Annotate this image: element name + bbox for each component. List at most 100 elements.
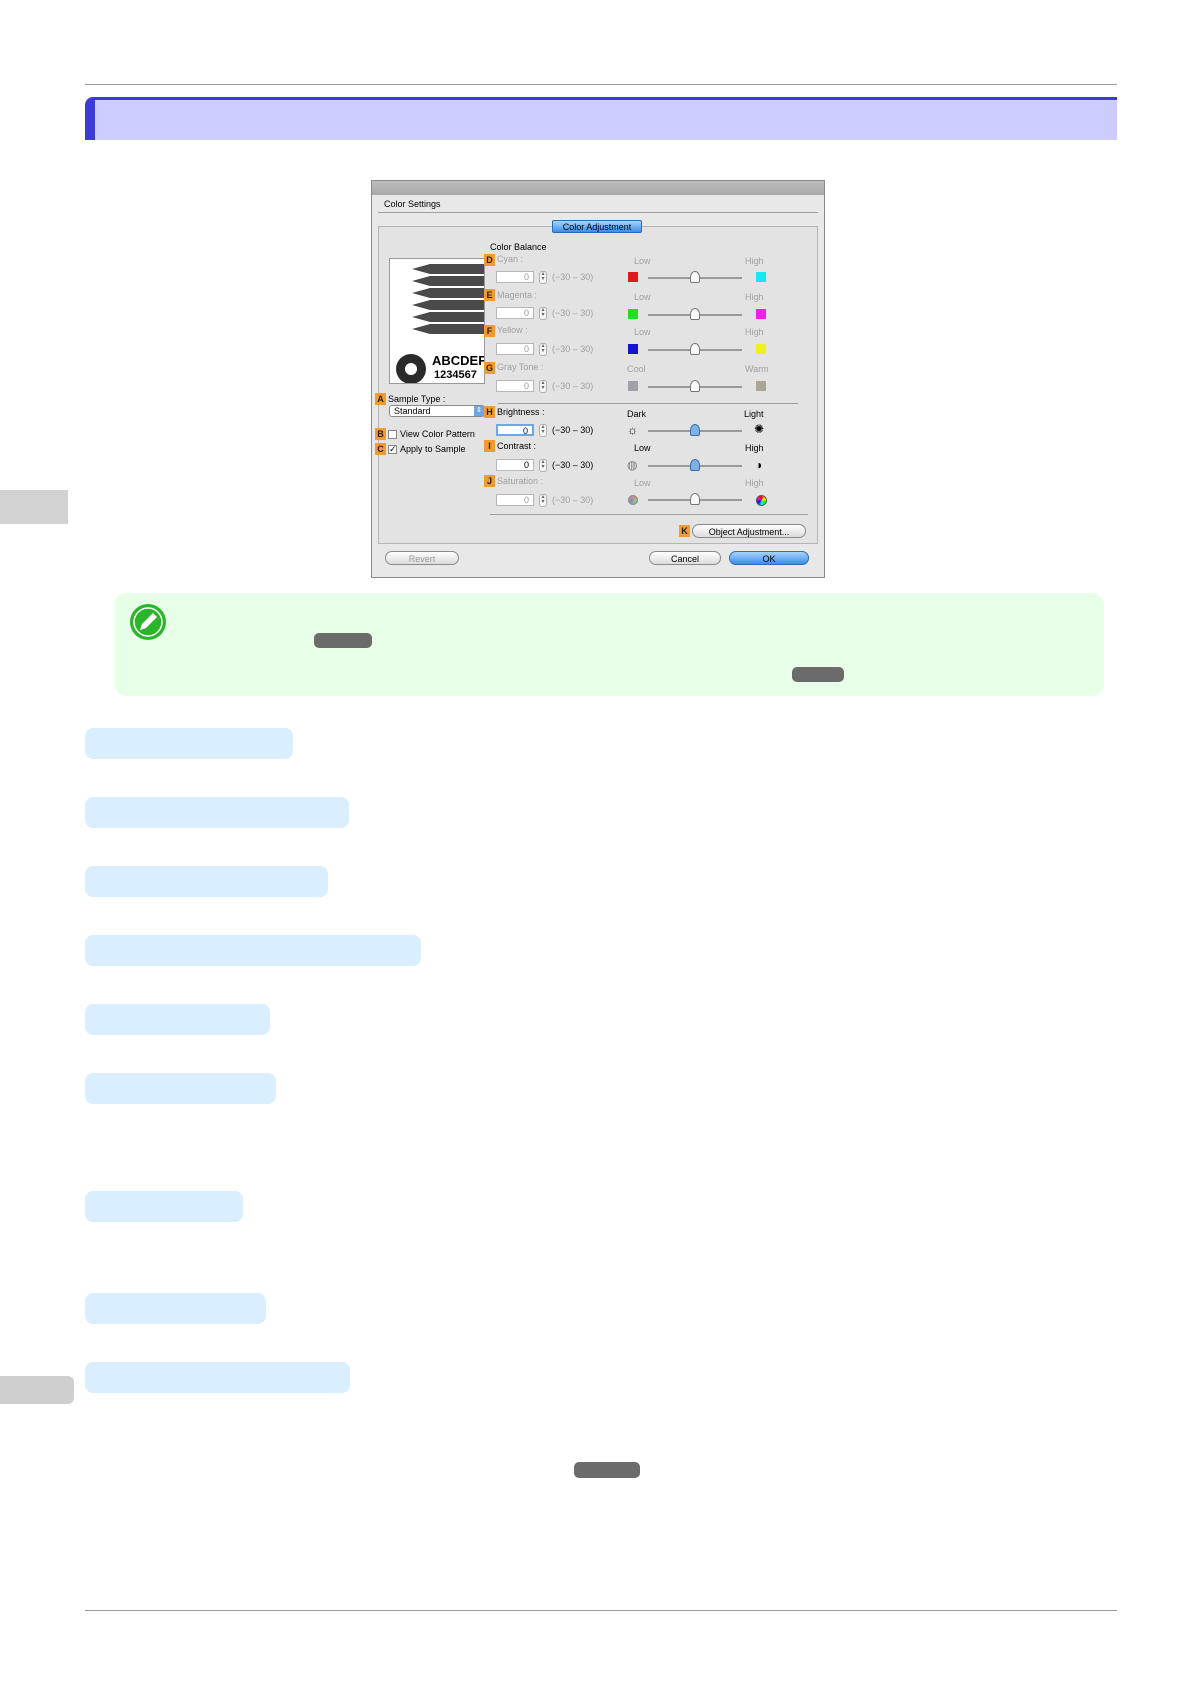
- high-saturation-icon: [756, 495, 767, 506]
- brightness-range: (−30 – 30): [552, 425, 594, 435]
- cyan-label: Cyan :: [497, 254, 524, 264]
- callout-i: I: [484, 440, 495, 452]
- magenta-input[interactable]: 0: [496, 307, 534, 319]
- cyan-input[interactable]: 0: [496, 271, 534, 283]
- note-pencil-icon: [130, 604, 166, 640]
- yellow-low-label: Low: [634, 327, 651, 337]
- apply-to-sample-label: Apply to Sample: [400, 444, 466, 454]
- sample-text-numbers: 1234567: [434, 369, 477, 381]
- footer-rule: [85, 1610, 1117, 1611]
- cyan-slider-thumb[interactable]: [690, 271, 700, 283]
- chapter-side-tab: [0, 490, 68, 524]
- gray-tone-high-swatch: [756, 381, 766, 391]
- magenta-stepper[interactable]: ▴▾: [539, 307, 547, 320]
- contrast-label: Contrast :: [497, 441, 537, 451]
- sample-type-label: Sample Type :: [388, 394, 446, 404]
- magenta-high-swatch: [756, 309, 766, 319]
- magenta-high-label: High: [745, 292, 764, 302]
- magenta-slider-thumb[interactable]: [690, 308, 700, 320]
- yellow-high-label: High: [745, 327, 764, 337]
- callout-c: C: [375, 443, 386, 455]
- gray-tone-slider-thumb[interactable]: [690, 380, 700, 392]
- magenta-low-swatch: [628, 309, 638, 319]
- cyan-high-swatch: [756, 272, 766, 282]
- page-title-bar: [85, 97, 1117, 140]
- sun-bright-icon: ✺: [754, 422, 765, 436]
- window-title-strip: [372, 181, 824, 195]
- link-badge-3[interactable]: [574, 1462, 640, 1478]
- gray-tone-input[interactable]: 0: [496, 380, 534, 392]
- cyan-high-label: High: [745, 256, 764, 266]
- apply-to-sample-checkbox[interactable]: ✓: [388, 445, 397, 454]
- yellow-high-swatch: [756, 344, 766, 354]
- cyan-range: (−30 – 30): [552, 272, 594, 282]
- select-arrows-icon: ⇕: [474, 406, 484, 416]
- brightness-stepper[interactable]: ▴▾: [539, 424, 547, 437]
- sample-preview: ABCDEF 1234567: [389, 258, 485, 384]
- section-heading-bar-5: [85, 1004, 270, 1035]
- note-box: [114, 593, 1104, 696]
- yellow-slider-thumb[interactable]: [690, 343, 700, 355]
- section-heading-bar-9: [85, 1362, 350, 1393]
- cancel-button[interactable]: Cancel: [649, 551, 721, 565]
- yellow-label: Yellow :: [497, 325, 528, 335]
- saturation-input[interactable]: 0: [496, 494, 534, 506]
- contrast-range: (−30 – 30): [552, 460, 594, 470]
- yellow-input[interactable]: 0: [496, 343, 534, 355]
- revert-button[interactable]: Revert: [385, 551, 459, 565]
- header-rule: [85, 84, 1117, 85]
- cyan-low-label: Low: [634, 256, 651, 266]
- sun-dim-icon: ☼: [627, 423, 638, 437]
- magenta-range: (−30 – 30): [552, 308, 594, 318]
- gray-tone-range: (−30 – 30): [552, 381, 594, 391]
- gray-tone-low-swatch: [628, 381, 638, 391]
- saturation-low-label: Low: [634, 478, 651, 488]
- callout-e: E: [484, 289, 495, 301]
- magenta-low-label: Low: [634, 292, 651, 302]
- callout-k: K: [679, 525, 690, 537]
- color-balance-divider: [498, 403, 798, 404]
- sample-type-select[interactable]: Standard ⇕: [389, 405, 485, 417]
- section-divider: [378, 212, 818, 213]
- yellow-range: (−30 – 30): [552, 344, 594, 354]
- checkmark-icon: ✓: [389, 444, 397, 454]
- note-link-badge-2[interactable]: [792, 667, 844, 682]
- gray-tone-stepper[interactable]: ▴▾: [539, 380, 547, 393]
- high-contrast-icon: ◑: [755, 458, 763, 472]
- saturation-range: (−30 – 30): [552, 495, 594, 505]
- contrast-input[interactable]: 0: [496, 459, 534, 471]
- section-title: Color Settings: [384, 199, 441, 209]
- contrast-stepper[interactable]: ▴▾: [539, 459, 547, 472]
- yellow-stepper[interactable]: ▴▾: [539, 343, 547, 356]
- callout-j: J: [484, 475, 495, 487]
- view-color-pattern-label: View Color Pattern: [400, 429, 475, 439]
- saturation-stepper[interactable]: ▴▾: [539, 494, 547, 507]
- brightness-label: Brightness :: [497, 407, 545, 417]
- note-link-badge-1[interactable]: [314, 633, 372, 648]
- ok-button[interactable]: OK: [729, 551, 809, 565]
- color-balance-heading: Color Balance: [490, 242, 547, 252]
- saturation-slider-thumb[interactable]: [690, 493, 700, 505]
- callout-a: A: [375, 393, 386, 405]
- contrast-low-label: Low: [634, 443, 651, 453]
- cyan-stepper[interactable]: ▴▾: [539, 271, 547, 284]
- brightness-slider-thumb[interactable]: [690, 424, 700, 436]
- view-color-pattern-checkbox[interactable]: [388, 430, 397, 439]
- object-adjustment-button[interactable]: Object Adjustment...: [692, 524, 806, 538]
- pencils-sample-image: [396, 264, 484, 383]
- tab-color-adjustment[interactable]: Color Adjustment: [552, 220, 642, 233]
- callout-f: F: [484, 325, 495, 337]
- adjustment-divider: [490, 514, 808, 515]
- brightness-low-label: Dark: [627, 409, 647, 419]
- section-heading-bar-3: [85, 866, 328, 897]
- page-side-tab: [0, 1376, 74, 1404]
- contrast-slider-thumb[interactable]: [690, 459, 700, 471]
- saturation-high-label: High: [745, 478, 764, 488]
- section-heading-bar-2: [85, 797, 349, 828]
- section-heading-bar-4: [85, 935, 421, 966]
- gray-tone-low-label: Cool: [627, 364, 646, 374]
- low-saturation-icon: [628, 495, 638, 505]
- color-settings-dialog: Color Settings Color Adjustment ABCDEF 1…: [371, 180, 825, 578]
- sample-text-letters: ABCDEF: [432, 353, 485, 368]
- brightness-input[interactable]: 0: [496, 424, 534, 436]
